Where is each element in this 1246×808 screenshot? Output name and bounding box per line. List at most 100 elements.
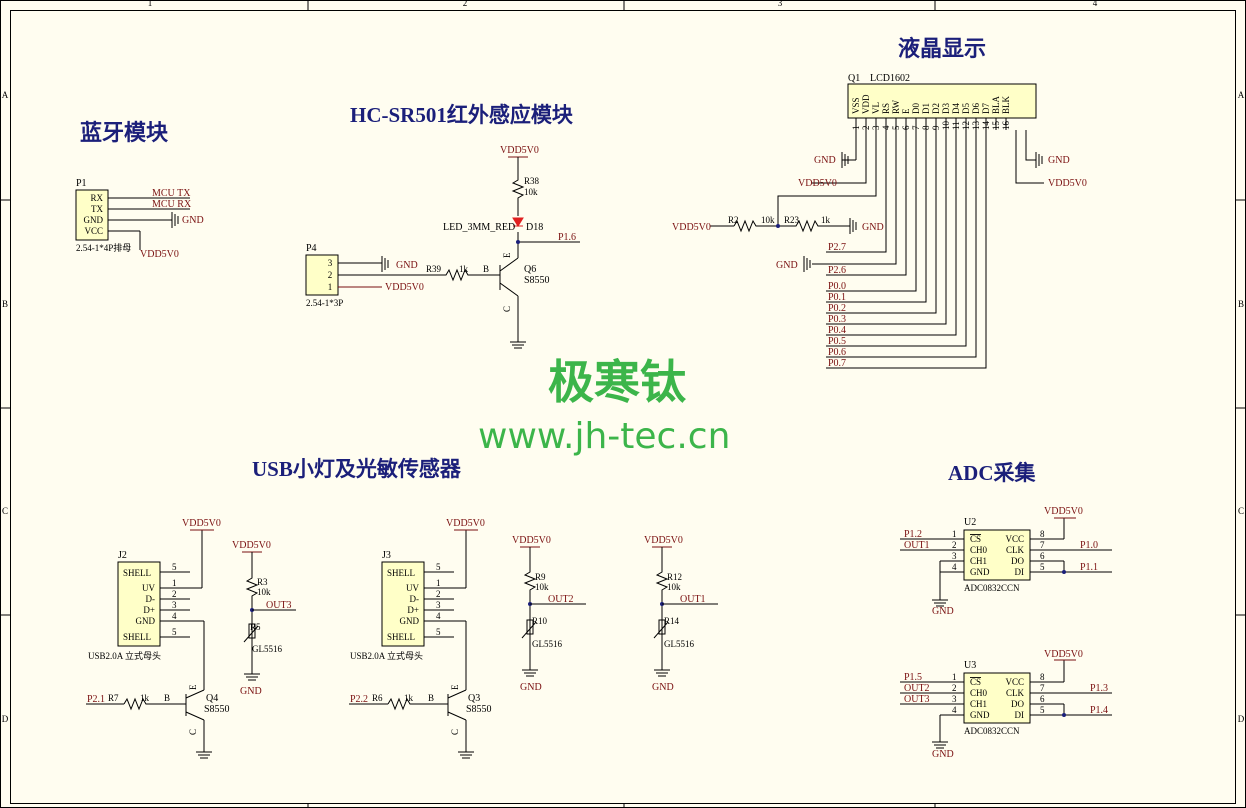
lcd-pin-name: D4 <box>951 103 961 114</box>
lcd-body <box>847 83 1037 119</box>
lcd-data-wire <box>826 130 967 347</box>
j3-footprint: USB2.0A 立式母头 <box>350 650 423 661</box>
j2-pin-uv: UV <box>142 583 155 593</box>
lcd-data-net: P0.6 <box>828 347 846 358</box>
pir-vdd-label: VDD5V0 <box>500 145 539 156</box>
lcd-pin-name: D5 <box>961 103 971 114</box>
lcd-pin-name: D7 <box>981 103 991 114</box>
lcd-vdd-r2: VDD5V0 <box>672 222 711 233</box>
j3-num-4: 3 <box>436 600 441 610</box>
gnd-symbol <box>841 152 849 168</box>
j2-num-4: 3 <box>172 600 177 610</box>
watermark-cn: 极寒钛 <box>548 355 687 409</box>
u3-lp-ch1: CH1 <box>970 699 987 709</box>
p1-ref: P1 <box>76 178 87 189</box>
lcd-pin-name: RS <box>881 103 891 114</box>
ldr1-vdd: VDD5V0 <box>232 540 271 551</box>
ldr3-vdd: VDD5V0 <box>644 535 683 546</box>
u3-ln-3: 3 <box>952 694 957 704</box>
r7-val: 1k <box>140 693 150 703</box>
ldr2-type: GL5516 <box>532 639 562 649</box>
r38-ref: R38 <box>524 176 540 186</box>
ldr-divider-3: VDD5V0 R12 10k OUT1 R14 GL5516 GND <box>644 535 718 693</box>
u3-ln-1: 1 <box>952 672 957 682</box>
j3-num-3: 2 <box>436 589 441 599</box>
r39-val: 1k <box>459 264 469 274</box>
q6-type: S8550 <box>524 275 550 286</box>
q4-ref: Q4 <box>206 693 218 704</box>
lcd-pin-name: D6 <box>971 103 981 114</box>
led-ref: D18 <box>526 222 543 233</box>
j2-pin-dp: D+ <box>143 605 155 615</box>
q6-ref: Q6 <box>524 264 536 275</box>
lcd-pin-name: VSS <box>851 97 861 114</box>
u3-rn-8: 8 <box>1040 672 1045 682</box>
u2-lp-ch0: CH0 <box>970 545 988 555</box>
u3-net-p15: P1.5 <box>904 672 922 683</box>
gnd-symbol <box>458 751 474 759</box>
r6-ref: R6 <box>372 693 383 703</box>
q4-in: P2.1 <box>87 694 105 705</box>
lcd-ref: Q1 <box>848 73 860 84</box>
lcd-pin-name: D1 <box>921 103 931 114</box>
lcd-gnd-blk: GND <box>1048 155 1070 166</box>
led-part: LED_3MM_RED <box>443 222 515 233</box>
row-label-a-right: A <box>1238 90 1245 100</box>
j3-body <box>381 561 425 647</box>
ldr1-type: GL5516 <box>252 644 282 654</box>
lcd-pin-name: RW <box>891 99 901 114</box>
lcd-pin-name: VL <box>871 102 881 114</box>
ldr-divider-1: VDD5V0 R3 10k OUT3 R5 GL5516 GND <box>232 540 296 697</box>
u3-ln-2: 2 <box>952 683 957 693</box>
lcd-pin-name: D3 <box>941 103 951 114</box>
lcd-net-p26: P2.6 <box>828 265 846 276</box>
r23-val: 1k <box>821 215 831 225</box>
title-bluetooth: 蓝牙模块 <box>80 120 169 145</box>
row-label-c: C <box>2 506 8 516</box>
lcd-data-net: P0.4 <box>828 325 846 336</box>
u2-net-p10: P1.0 <box>1080 540 1098 551</box>
p4-pin-1: 1 <box>328 282 333 292</box>
u2-lp-ch1: CH1 <box>970 556 987 566</box>
lcd-pin-name: BLK <box>1001 95 1011 114</box>
u2-net-p11: P1.1 <box>1080 562 1098 573</box>
lcd-gnd-r23: GND <box>862 222 884 233</box>
u2-ln-2: 2 <box>952 540 957 550</box>
u3-net-out2: OUT2 <box>904 683 930 694</box>
u2-ln-1: 1 <box>952 529 957 539</box>
ldr3-rval: 10k <box>667 582 681 592</box>
lcd-data-net: P0.0 <box>828 281 846 292</box>
gnd-symbol <box>654 669 670 677</box>
u2-ln-3: 3 <box>952 551 957 561</box>
lcd-data-wire <box>826 130 917 292</box>
ldr2-vdd: VDD5V0 <box>512 535 551 546</box>
adc-u3: U3 CS CH0 CH1 GND VCC CLK DO DI 1 2 3 4 … <box>900 649 1112 760</box>
row-label-b: B <box>2 299 8 309</box>
gnd-symbol <box>522 669 538 677</box>
u3-rp-di: DI <box>1015 710 1025 720</box>
lcd-data-wire <box>826 130 977 358</box>
p4-pin-3: 3 <box>328 258 333 268</box>
row-label-d: D <box>2 714 9 724</box>
lcd-vdd-left: VDD5V0 <box>798 178 837 189</box>
watermark-url: www.jh-tec.cn <box>478 416 730 457</box>
p1-net-vdd: VDD5V0 <box>140 249 179 260</box>
u2-ref: U2 <box>964 517 976 528</box>
p4-pin-2: 2 <box>328 270 333 280</box>
title-adc: ADC采集 <box>948 461 1036 485</box>
ldr1-out: OUT3 <box>266 600 292 611</box>
u2-rn-6: 6 <box>1040 551 1045 561</box>
lcd-data-net: P0.1 <box>828 292 846 303</box>
lcd-pin-name: E <box>901 108 911 114</box>
u3-net-p13: P1.3 <box>1090 683 1108 694</box>
gnd-symbol <box>510 341 526 349</box>
ldr2-r: R9 <box>535 572 546 582</box>
u3-rn-5: 5 <box>1040 705 1045 715</box>
u2-rp-vcc: VCC <box>1005 534 1024 544</box>
r23-ref: R23 <box>784 215 800 225</box>
u3-rn-7: 7 <box>1040 683 1045 693</box>
j3-pin-shell1: SHELL <box>387 568 415 578</box>
p1-pin-vcc: VCC <box>84 226 103 236</box>
r2-ref: R2 <box>728 215 739 225</box>
